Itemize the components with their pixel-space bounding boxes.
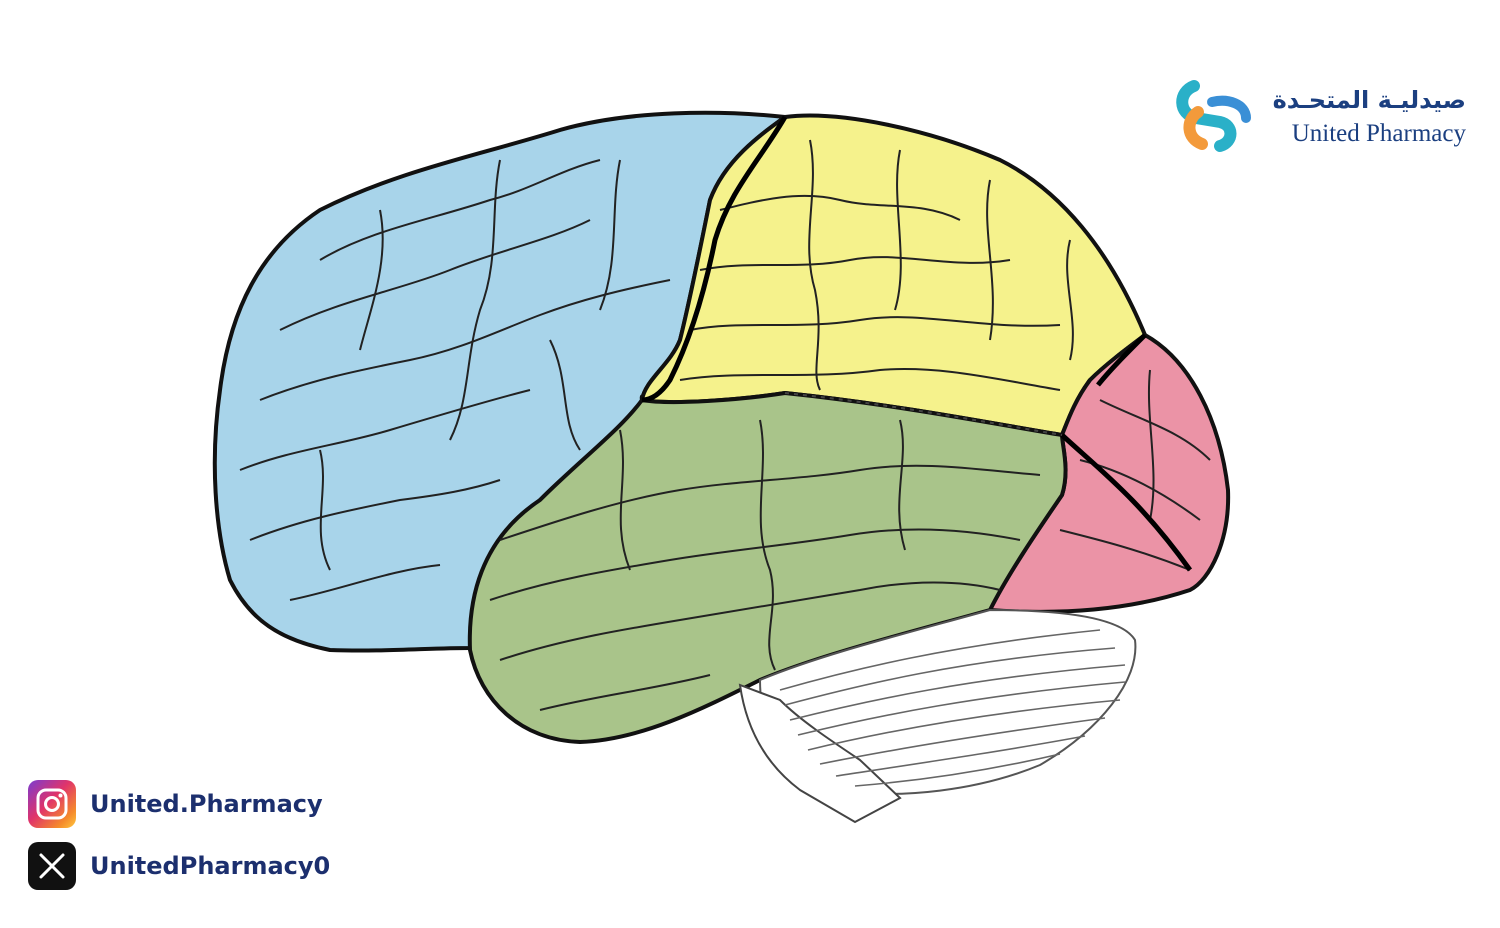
parietal-gyri xyxy=(679,139,1074,391)
instagram-handle-row[interactable]: United.Pharmacy xyxy=(28,780,323,828)
major-sulci xyxy=(641,115,1193,572)
x-handle: UnitedPharmacy0 xyxy=(90,852,331,880)
frontal-gyri xyxy=(239,159,671,601)
instagram-handle: United.Pharmacy xyxy=(90,790,323,818)
brain-diagram xyxy=(200,100,1250,830)
instagram-icon xyxy=(28,780,76,828)
brand-name-english: United Pharmacy xyxy=(1291,120,1466,147)
brain-illustration xyxy=(212,110,1231,824)
x-handle-row[interactable]: UnitedPharmacy0 xyxy=(28,842,330,890)
parietal-temporal-boundary xyxy=(784,392,1063,436)
temporal-gyri xyxy=(489,419,1041,711)
brand-logo: صيدليـة المتحـدة United Pharmacy xyxy=(1168,72,1478,162)
x-icon xyxy=(28,842,76,890)
united-pharmacy-logo-icon xyxy=(1176,80,1251,152)
brand-name-arabic: صيدليـة المتحـدة xyxy=(1272,86,1466,114)
cerebellum-folia xyxy=(779,629,1126,787)
